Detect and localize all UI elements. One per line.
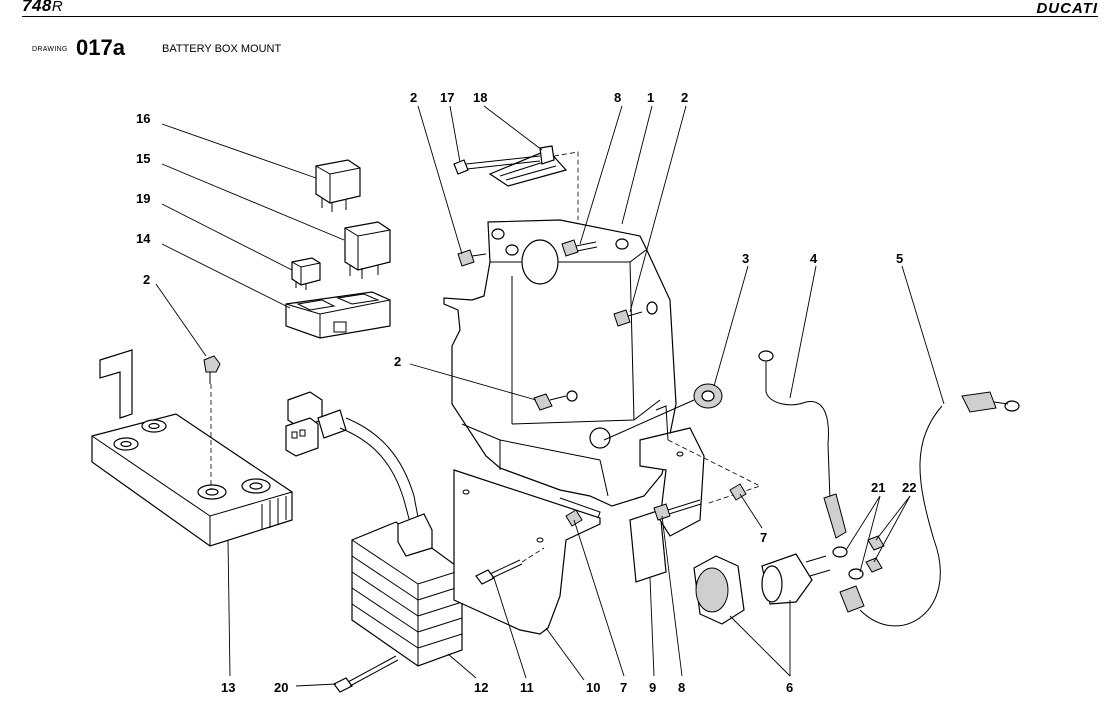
callout-2-top: 2	[410, 90, 417, 105]
callout-2-right: 2	[681, 90, 688, 105]
callout-8-top: 8	[614, 90, 621, 105]
callout-3: 3	[742, 251, 749, 266]
voltage-regulator-12[interactable]	[351, 513, 463, 667]
bolt-20[interactable]	[333, 655, 399, 693]
connector[interactable]	[285, 391, 421, 531]
callout-10: 10	[586, 680, 600, 695]
bolt-2-right[interactable]	[613, 309, 643, 327]
callout-14: 14	[136, 231, 151, 246]
drawing-number: 017a	[76, 35, 125, 60]
starter-relay-cover-6[interactable]	[693, 553, 831, 625]
relay-19[interactable]	[291, 257, 321, 290]
model-suffix: R	[51, 0, 64, 15]
callout-2-middle: 2	[394, 354, 401, 369]
callout-4: 4	[810, 251, 818, 266]
callout-15: 15	[136, 151, 150, 166]
clip-18[interactable]	[488, 145, 568, 187]
callout-18: 18	[473, 90, 487, 105]
relay-holder-14[interactable]	[285, 291, 391, 339]
bolt-8-top[interactable]	[561, 239, 598, 257]
battery-box-frame-1[interactable]	[443, 219, 677, 519]
rubber-pin-2[interactable]	[203, 355, 221, 490]
header-rule	[22, 16, 1098, 17]
relay-16[interactable]	[315, 159, 361, 212]
callout-11: 11	[520, 680, 534, 695]
plate-10[interactable]	[453, 469, 601, 635]
bracket-13[interactable]	[91, 349, 293, 547]
callout-22: 22	[902, 480, 916, 495]
callout-17: 17	[440, 90, 454, 105]
callout-6: 6	[786, 680, 793, 695]
bracket-9[interactable]	[629, 405, 762, 583]
nut-7-right[interactable]	[729, 483, 747, 501]
brand-logo: DUCATI	[1036, 0, 1098, 17]
model-name: 748R	[22, 0, 63, 16]
drawing-label: DRAWING	[32, 46, 68, 53]
callout-2-pin: 2	[143, 272, 150, 287]
callout-labels: 16 15 19 14 2 2 17 18 8 1 2 2 3 4 5 21 2…	[136, 90, 916, 695]
bolt-8-lower[interactable]	[653, 499, 702, 521]
washers-21[interactable]	[832, 546, 864, 580]
bolt-2-top[interactable]	[457, 249, 487, 267]
model-number: 748	[22, 0, 52, 15]
drawing-title: BATTERY BOX MOUNT	[162, 43, 282, 55]
callout-13: 13	[221, 680, 235, 695]
callout-7-right: 7	[760, 530, 767, 545]
battery-cable-5[interactable]	[839, 391, 1020, 627]
callout-12: 12	[474, 680, 488, 695]
callout-8-bottom: 8	[678, 680, 685, 695]
bolt-2-middle[interactable]	[533, 393, 567, 411]
callout-19: 19	[136, 191, 150, 206]
callout-1: 1	[647, 90, 654, 105]
callout-7-bottom: 7	[620, 680, 627, 695]
callout-9: 9	[649, 680, 656, 695]
callout-20: 20	[274, 680, 288, 695]
nut-7-left[interactable]	[565, 509, 583, 527]
bolt-17[interactable]	[453, 151, 579, 220]
nuts-22[interactable]	[865, 535, 885, 573]
relay-15[interactable]	[344, 221, 391, 279]
grommet-3[interactable]	[603, 383, 723, 441]
callout-5: 5	[896, 251, 903, 266]
battery-cable-4[interactable]	[758, 350, 847, 539]
leader-lines	[155, 105, 945, 687]
callout-16: 16	[136, 111, 150, 126]
callout-21: 21	[871, 480, 885, 495]
